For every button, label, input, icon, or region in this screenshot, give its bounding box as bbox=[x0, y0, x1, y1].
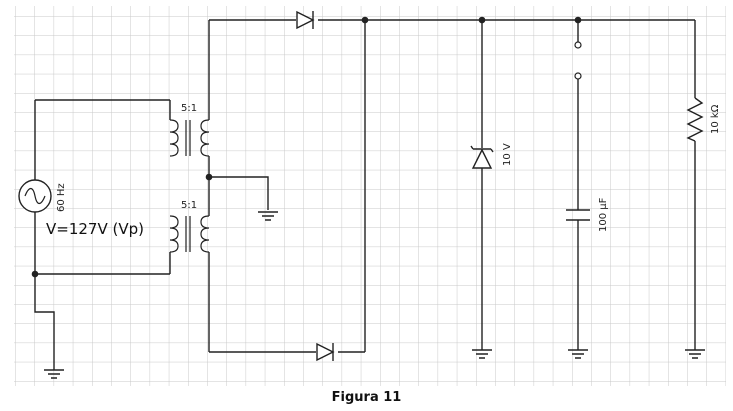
source-voltage-label: V=127V (Vp) bbox=[46, 220, 144, 238]
switch-contact-bottom bbox=[574, 72, 582, 80]
zener-label: 10 V bbox=[502, 143, 513, 166]
circuit-schematic: 60 Hz V=127V (Vp) 5:1 5:1 bbox=[14, 6, 726, 386]
switch-contact-top bbox=[574, 41, 582, 49]
zener-branch bbox=[470, 20, 494, 359]
source-ground bbox=[44, 369, 64, 379]
bus-node-1 bbox=[361, 16, 369, 24]
diode-lower bbox=[316, 342, 335, 362]
ac-source-loop bbox=[34, 99, 171, 370]
grid-background bbox=[14, 6, 726, 386]
transformer-upper-ratio: 5:1 bbox=[181, 103, 197, 114]
source-junction-node bbox=[31, 270, 39, 278]
transformer-lower bbox=[169, 215, 210, 253]
source-frequency-label: 60 Hz bbox=[56, 183, 67, 212]
center-tap-ground bbox=[258, 211, 278, 221]
transformer-upper bbox=[169, 119, 210, 157]
diode-upper bbox=[296, 10, 315, 30]
center-tap-node bbox=[205, 173, 213, 181]
resistor-label: 10 kΩ bbox=[710, 104, 721, 134]
transformer-lower-ratio: 5:1 bbox=[181, 200, 197, 211]
resistor-branch bbox=[685, 20, 705, 359]
secondary-wiring bbox=[208, 19, 366, 353]
capacitor-label: 100 µF bbox=[598, 197, 609, 232]
capacitor-branch bbox=[566, 20, 590, 359]
figure-caption: Figura 11 bbox=[331, 390, 402, 405]
ac-voltage-source bbox=[18, 179, 52, 213]
